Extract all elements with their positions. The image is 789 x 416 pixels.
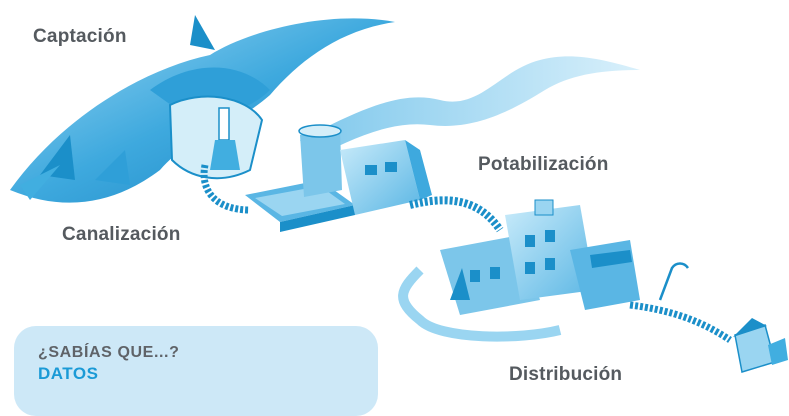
dam-structure	[170, 97, 262, 179]
info-box-subtitle[interactable]: DATOS	[38, 364, 98, 384]
info-box-title: ¿SABÍAS QUE...?	[38, 344, 179, 362]
stage-label-distribucion: Distribución	[509, 364, 622, 386]
city-buildings	[403, 200, 640, 337]
stage-label-potabilizacion: Potabilización	[478, 154, 609, 176]
street-lamp	[660, 264, 688, 301]
house	[733, 318, 788, 372]
did-you-know-box[interactable]: ¿SABÍAS QUE...? DATOS	[14, 326, 378, 416]
distribution-pipe-1	[410, 200, 500, 230]
stage-label-canalizacion: Canalización	[62, 224, 181, 246]
water-stream	[300, 56, 640, 160]
distribution-pipe-2	[630, 305, 730, 340]
stage-label-captacion: Captación	[33, 26, 127, 48]
